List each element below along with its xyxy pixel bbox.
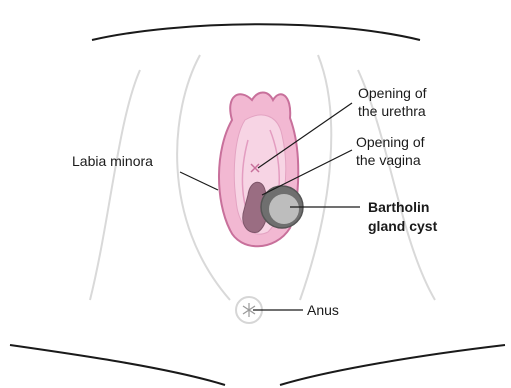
label-urethra-line1: Opening of [358,85,427,101]
bartholin-cyst-highlight [269,194,299,224]
label-cyst-line1: Bartholin [368,199,429,215]
label-anus: Anus [307,302,339,318]
left-buttock-contour [10,345,225,385]
labia-leader-line [180,172,218,190]
label-urethra-line2: the urethra [358,103,426,119]
upper-body-contour [92,24,420,40]
left-outer-thigh-line [90,70,140,300]
right-inner-thigh-line [300,55,331,300]
label-labia-minora: Labia minora [72,153,153,169]
label-vagina-line2: the vagina [356,152,421,168]
label-cyst-line2: gland cyst [368,218,438,234]
right-buttock-contour [280,345,505,385]
label-vagina-line1: Opening of [356,134,425,150]
